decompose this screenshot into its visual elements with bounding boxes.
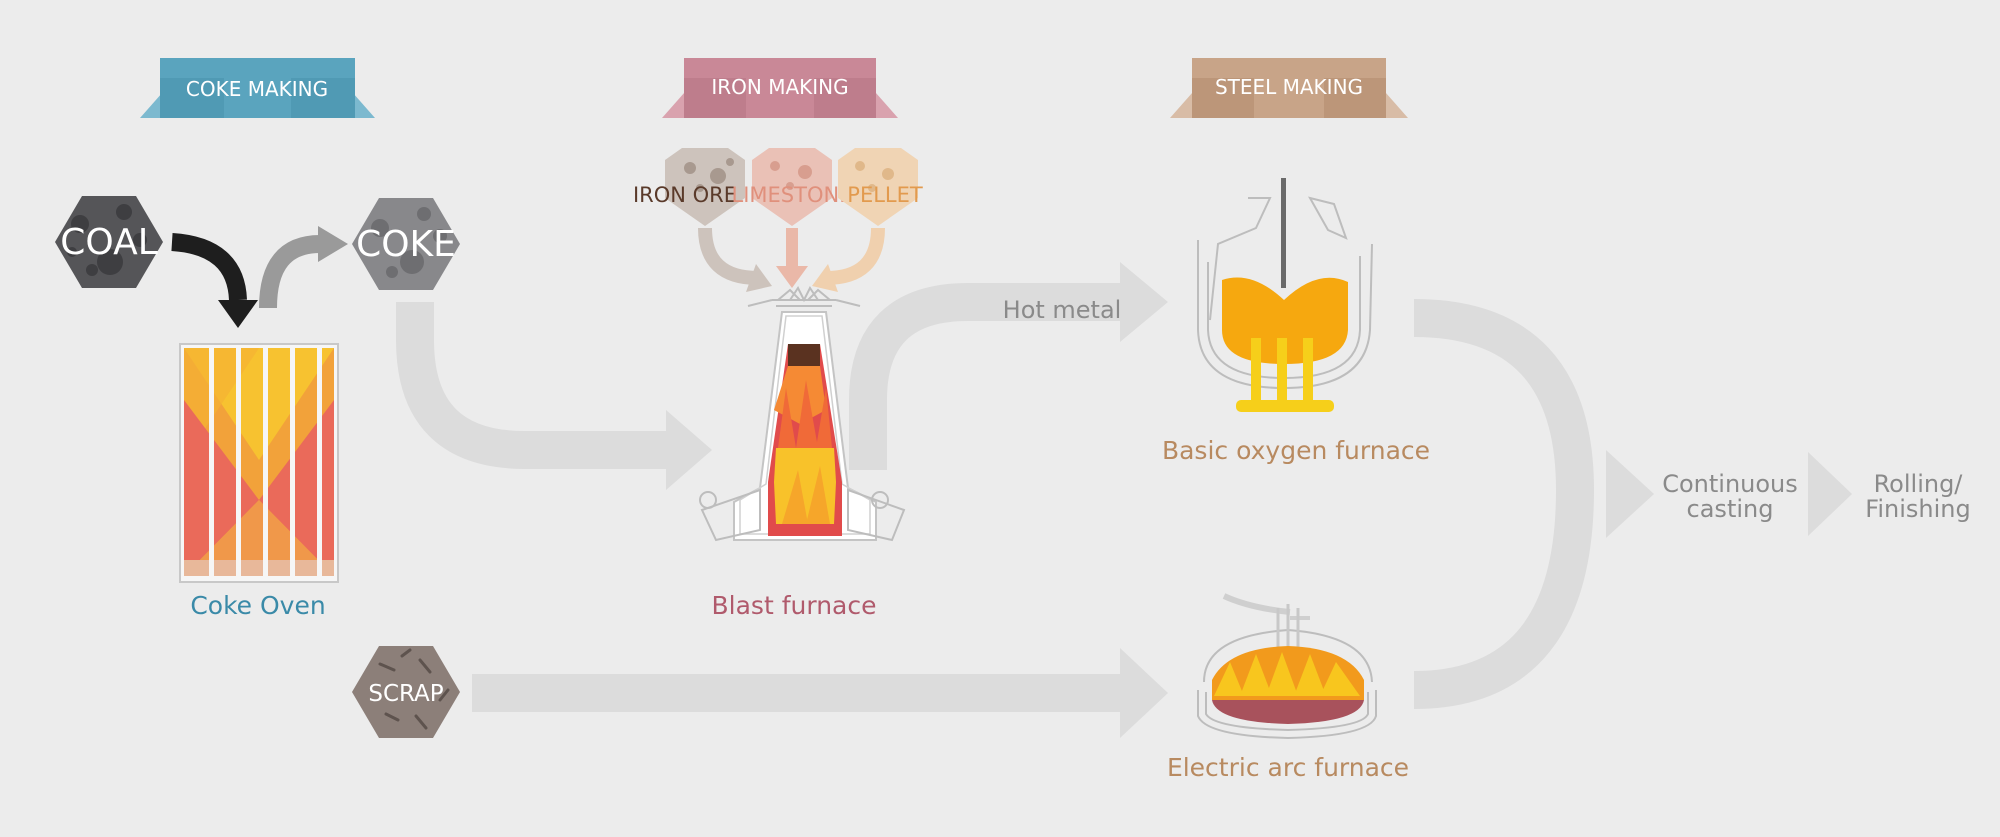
rolling-line-1: Rolling/ (1874, 470, 1964, 498)
rolling-finishing-label: Rolling/ Finishing (1865, 470, 1970, 523)
scrap-label: SCRAP (368, 681, 443, 707)
hot-metal-arrow-head (1120, 262, 1168, 342)
iron-making-banner: IRON MAKING (662, 58, 898, 118)
continuous-casting-line-2: casting (1687, 495, 1774, 523)
coke-label: COKE (356, 224, 456, 265)
hot-metal-arrow (849, 283, 1122, 470)
coke-arrow-head (666, 410, 712, 490)
iron-ore-hopper: IRON ORE (633, 148, 745, 226)
scrap-texture (378, 648, 450, 730)
pellet-label: PELLET (847, 183, 923, 207)
continuous-casting-line-1: Continuous (1662, 470, 1798, 498)
coal-to-oven-arrow (171, 233, 258, 328)
oven-slats (209, 348, 322, 576)
flow-arrow-heads (666, 262, 1852, 738)
coke-texture (371, 207, 447, 278)
oxygen-lance (1281, 178, 1286, 288)
coke-oven-label: Coke Oven (190, 591, 325, 620)
oven-to-coke-arrow (259, 226, 348, 309)
rolling-arrow-head (1808, 452, 1852, 536)
coke-to-furnace-arrow (396, 302, 668, 469)
blast-furnace: Blast furnace (699, 286, 906, 620)
iron-ore-label: IRON ORE (633, 183, 737, 207)
coal-hexagon: COAL (55, 196, 163, 288)
hopper-feed-arrows (698, 227, 885, 292)
coke-making-banner: COKE MAKING (140, 58, 375, 118)
coal-label: COAL (60, 222, 158, 263)
rolling-line-2: Finishing (1865, 495, 1970, 523)
limestone-hopper: LIMESTONE (732, 148, 853, 226)
coke-oven: Coke Oven (179, 343, 339, 620)
iron-making-label: IRON MAKING (711, 75, 848, 99)
hot-metal-label: Hot metal (1003, 296, 1122, 324)
coal-texture (67, 204, 147, 276)
bof-tap-legs (1236, 338, 1334, 412)
coke-hexagon: COKE (352, 198, 460, 290)
continuous-casting-label: Continuous casting (1662, 470, 1798, 523)
steel-making-banner: STEEL MAKING (1170, 58, 1408, 118)
scrap-arrow-head (1120, 648, 1168, 738)
furnace-tuyeres (699, 488, 906, 542)
coke-making-label: COKE MAKING (186, 77, 328, 101)
eaf-label: Electric arc furnace (1167, 753, 1409, 782)
eaf-flames (1214, 652, 1360, 696)
merge-arrow (1413, 299, 1595, 709)
furnace-top (747, 286, 861, 307)
limestone-label: LIMESTONE (732, 183, 853, 207)
steel-making-label: STEEL MAKING (1215, 75, 1363, 99)
flow-arrows (396, 283, 1595, 712)
pellet-hopper: PELLET (838, 148, 923, 226)
basic-oxygen-furnace: Basic oxygen furnace (1162, 178, 1430, 465)
bof-label: Basic oxygen furnace (1162, 436, 1430, 465)
scrap-hexagon: SCRAP (352, 646, 460, 738)
blast-furnace-label: Blast furnace (712, 591, 877, 620)
caster-arrow-head (1606, 450, 1654, 538)
electric-arc-furnace: Electric arc furnace (1167, 593, 1409, 782)
